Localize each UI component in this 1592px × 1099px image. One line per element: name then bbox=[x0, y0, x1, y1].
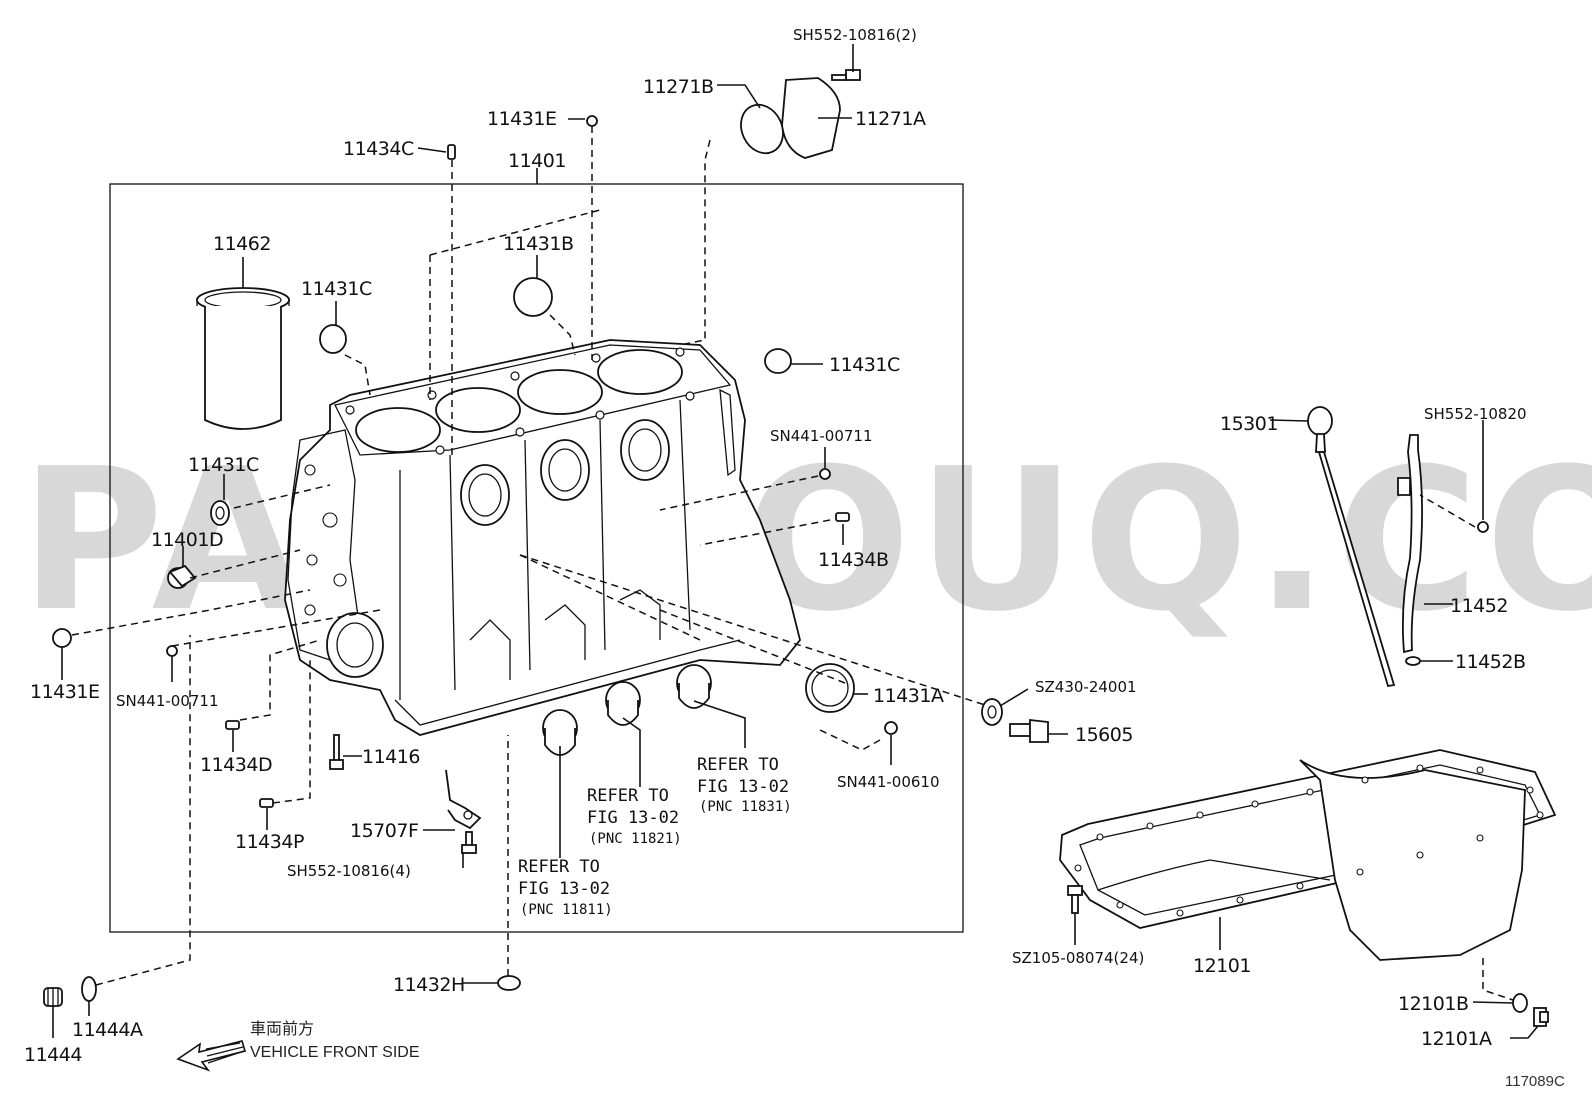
svg-text:FIG 13-02: FIG 13-02 bbox=[518, 879, 610, 899]
label-11462[interactable]: 11462 bbox=[213, 233, 271, 255]
assembly-lines bbox=[71, 126, 1514, 1001]
svg-text:(PNC 11811): (PNC 11811) bbox=[520, 902, 613, 918]
label-11434p[interactable]: 11434P bbox=[235, 831, 304, 853]
pin-11434p[interactable] bbox=[259, 798, 274, 808]
label-sn441-00711-left[interactable]: SN441-00711 bbox=[116, 692, 219, 710]
o-ring-11452b[interactable] bbox=[1405, 656, 1421, 666]
gasket-11271b[interactable] bbox=[733, 98, 790, 160]
expansion-plug-11431b[interactable] bbox=[513, 277, 553, 317]
refer-note-11811[interactable]: REFER TO FIG 13-02 (PNC 11811) bbox=[518, 857, 613, 918]
bearing-sleeve-11821[interactable] bbox=[605, 681, 641, 726]
svg-text:FIG 13-02: FIG 13-02 bbox=[697, 777, 789, 797]
label-12101[interactable]: 12101 bbox=[1193, 955, 1251, 977]
gasket-12101b[interactable] bbox=[1512, 993, 1528, 1013]
label-11431b[interactable]: 11431B bbox=[503, 233, 574, 255]
label-sn441-00610[interactable]: SN441-00610 bbox=[837, 773, 940, 791]
label-11431c-top[interactable]: 11431C bbox=[301, 278, 372, 300]
label-11401[interactable]: 11401 bbox=[508, 150, 566, 172]
pin-11434d[interactable] bbox=[225, 720, 240, 730]
oil-pan-12101[interactable] bbox=[1059, 749, 1557, 961]
bolt-sh552-10816-2[interactable] bbox=[831, 69, 861, 81]
bearing-sleeve-11811[interactable] bbox=[542, 709, 578, 756]
drain-plug-12101a[interactable] bbox=[1533, 1007, 1549, 1027]
drain-plug-15605[interactable] bbox=[1009, 718, 1049, 743]
svg-text:REFER TO: REFER TO bbox=[697, 755, 779, 775]
bolt-sh552-10820[interactable] bbox=[1477, 521, 1489, 533]
leader-lines bbox=[52, 44, 1539, 1039]
label-sh552-10816-2[interactable]: SH552-10816(2) bbox=[793, 26, 917, 44]
label-15707f[interactable]: 15707F bbox=[350, 820, 419, 842]
svg-text:(PNC 11831): (PNC 11831) bbox=[699, 799, 792, 815]
svg-text:(PNC 11821): (PNC 11821) bbox=[589, 831, 682, 847]
refer-note-11821[interactable]: REFER TO FIG 13-02 (PNC 11821) bbox=[587, 786, 682, 847]
plug-11431e-top[interactable] bbox=[586, 115, 598, 127]
cover-11271a[interactable] bbox=[781, 77, 841, 159]
expansion-plug-11431c[interactable] bbox=[319, 324, 347, 354]
bearing-sleeve-11831[interactable] bbox=[676, 664, 712, 709]
plug-sn441-00711-left[interactable] bbox=[166, 645, 178, 657]
vehicle-front-label-en: VEHICLE FRONT SIDE bbox=[250, 1044, 420, 1061]
label-11431e-top[interactable]: 11431E bbox=[487, 108, 557, 130]
label-11416[interactable]: 11416 bbox=[362, 746, 420, 768]
figure-id: 117089C bbox=[1505, 1073, 1565, 1090]
washer-sz430-24001[interactable] bbox=[981, 698, 1003, 726]
plug-sn441-00711-right[interactable] bbox=[819, 468, 831, 480]
refer-note-11831[interactable]: REFER TO FIG 13-02 (PNC 11831) bbox=[697, 755, 792, 815]
stud-bolt-11416[interactable] bbox=[329, 734, 344, 770]
label-12101b[interactable]: 12101B bbox=[1398, 993, 1469, 1015]
label-11431e-left[interactable]: 11431E bbox=[30, 681, 100, 703]
pin-11434b[interactable] bbox=[835, 512, 850, 522]
bolt-sh552-10816-4[interactable] bbox=[461, 831, 477, 854]
label-11401d[interactable]: 11401D bbox=[151, 529, 224, 551]
label-11444a[interactable]: 11444A bbox=[72, 1019, 143, 1041]
watermark: PARTSOUQ.COM bbox=[20, 427, 1592, 655]
label-11431c-right[interactable]: 11431C bbox=[829, 354, 900, 376]
plug-11432h[interactable] bbox=[497, 975, 521, 991]
bolt-sz105-08074[interactable] bbox=[1067, 885, 1083, 914]
label-11434b[interactable]: 11434B bbox=[818, 549, 889, 571]
label-11271a[interactable]: 11271A bbox=[855, 108, 926, 130]
cylinder-liner-part[interactable] bbox=[196, 287, 290, 430]
label-11452[interactable]: 11452 bbox=[1450, 595, 1508, 617]
label-11444[interactable]: 11444 bbox=[24, 1044, 83, 1066]
seal-ring-11431c[interactable] bbox=[210, 500, 230, 526]
dowel-11401d[interactable] bbox=[167, 564, 197, 589]
vehicle-front-arrow-icon bbox=[176, 1040, 247, 1072]
svg-text:REFER TO: REFER TO bbox=[518, 857, 600, 877]
expansion-plug-11431c-right[interactable] bbox=[764, 348, 792, 374]
label-15605[interactable]: 15605 bbox=[1075, 724, 1133, 746]
label-11271b[interactable]: 11271B bbox=[643, 76, 714, 98]
label-sz105-08074-24[interactable]: SZ105-08074(24) bbox=[1012, 949, 1144, 967]
label-11431c-left[interactable]: 11431C bbox=[188, 454, 259, 476]
pin-11434c[interactable] bbox=[447, 144, 456, 160]
svg-text:REFER TO: REFER TO bbox=[587, 786, 669, 806]
svg-text:FIG 13-02: FIG 13-02 bbox=[587, 808, 679, 828]
cylinder-block-drawing[interactable] bbox=[284, 339, 801, 736]
gasket-11444a[interactable] bbox=[81, 976, 97, 1002]
label-11434c[interactable]: 11434C bbox=[343, 138, 414, 160]
vehicle-front-label-jp: 車両前方 bbox=[250, 1020, 314, 1038]
label-12101a[interactable]: 12101A bbox=[1421, 1028, 1492, 1050]
label-11434d[interactable]: 11434D bbox=[200, 754, 273, 776]
label-11432h[interactable]: 11432H bbox=[393, 974, 465, 996]
dipstick-15301[interactable] bbox=[1307, 406, 1396, 688]
label-sh552-10820[interactable]: SH552-10820 bbox=[1424, 405, 1527, 423]
label-sz430-24001[interactable]: SZ430-24001 bbox=[1035, 678, 1137, 696]
label-15301[interactable]: 15301 bbox=[1220, 413, 1278, 435]
oil-jet-15707f[interactable] bbox=[445, 769, 482, 830]
plug-11431e-left[interactable] bbox=[52, 628, 72, 648]
plug-11431a[interactable] bbox=[805, 663, 855, 713]
dipstick-guide-11452[interactable] bbox=[1397, 434, 1423, 654]
label-11452b[interactable]: 11452B bbox=[1455, 651, 1526, 673]
label-sn441-00711-right[interactable]: SN441-00711 bbox=[770, 427, 873, 445]
plug-11444[interactable] bbox=[43, 987, 63, 1007]
label-sh552-10816-4[interactable]: SH552-10816(4) bbox=[287, 862, 411, 880]
label-11431a[interactable]: 11431A bbox=[873, 685, 944, 707]
plug-sn441-00610[interactable] bbox=[884, 721, 898, 735]
part-labels: SH552-10816(2) 11271B 11271A 11431E 1143… bbox=[24, 26, 1527, 1066]
